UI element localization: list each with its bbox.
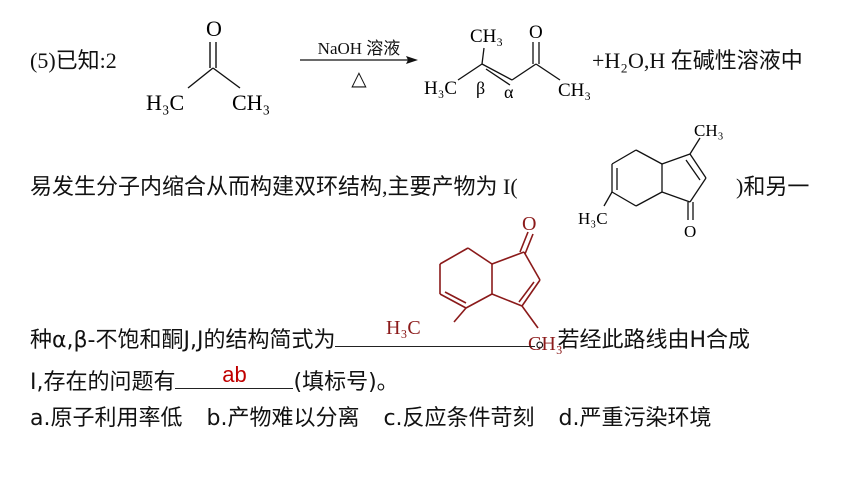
compound-J-right-methyl: CH₃ <box>528 333 563 355</box>
line1-suffix: +H₂O,H 在碱性溶液中 <box>592 48 803 73</box>
line3-prefix: 种α,β-不饱和酮J,J的结构简式为 <box>30 328 336 353</box>
line4-suffix: (填标号)。 <box>293 370 399 395</box>
product-left-methyl: H₃C <box>424 78 457 99</box>
option-b: b.产物难以分离 <box>206 406 360 431</box>
acetone-right-methyl: CH₃ <box>232 90 270 115</box>
compound-J-structure: O H₃C CH₃ <box>386 213 563 355</box>
heat-symbol: △ <box>351 68 367 90</box>
product-top-methyl: CH₃ <box>470 26 503 47</box>
reaction-arrow: NaOH 溶液 △ <box>298 28 420 98</box>
acetone-oxygen: O <box>206 16 222 41</box>
problem-answer-blank[interactable]: ab <box>175 362 294 389</box>
structure-answer-blank[interactable] <box>335 326 536 347</box>
line3-suffix: 。若经此路线由H合成 <box>535 328 750 353</box>
beta-label: β <box>476 78 485 98</box>
product-oxygen: O <box>529 22 543 43</box>
reagent-label: NaOH 溶液 <box>317 39 401 58</box>
compound-I-left-methyl: H₃C <box>578 209 608 228</box>
compound-J-oxygen: O <box>522 213 536 235</box>
compound-I-structure: CH₃ O H₃C <box>578 121 724 241</box>
alpha-label: α <box>504 82 514 102</box>
option-d: d.严重污染环境 <box>558 406 712 431</box>
option-a: a.原子利用率低 <box>30 406 183 431</box>
mesityl-oxide-structure: CH₃ O H₃C β α CH₃ <box>424 22 591 102</box>
compound-I-oxygen: O <box>684 222 696 241</box>
question-number-and-given: (5)已知:2 <box>30 48 117 73</box>
line4-text: I,存在的问题有 ab (填标号)。 <box>30 362 399 396</box>
answer-text: ab <box>222 362 247 387</box>
compound-I-methyl: CH₃ <box>694 121 724 140</box>
line3-text: 种α,β-不饱和酮J,J的结构简式为 。若经此路线由H合成 <box>30 326 750 354</box>
acetone-structure: O H₃C CH₃ <box>146 16 270 115</box>
line4-prefix: I,存在的问题有 <box>30 370 176 395</box>
option-c: c.反应条件苛刻 <box>383 406 535 431</box>
acetone-left-methyl: H₃C <box>146 90 184 115</box>
line2-text: 易发生分子内缩合从而构建双环结构,主要产物为 I( <box>30 174 518 199</box>
options-row: a.原子利用率低 b.产物难以分离 c.反应条件苛刻 d.严重污染环境 <box>30 406 712 432</box>
compound-J-left-methyl: H₃C <box>386 317 421 339</box>
product-right-methyl: CH₃ <box>558 80 591 101</box>
line2-suffix: )和另一 <box>736 174 810 199</box>
